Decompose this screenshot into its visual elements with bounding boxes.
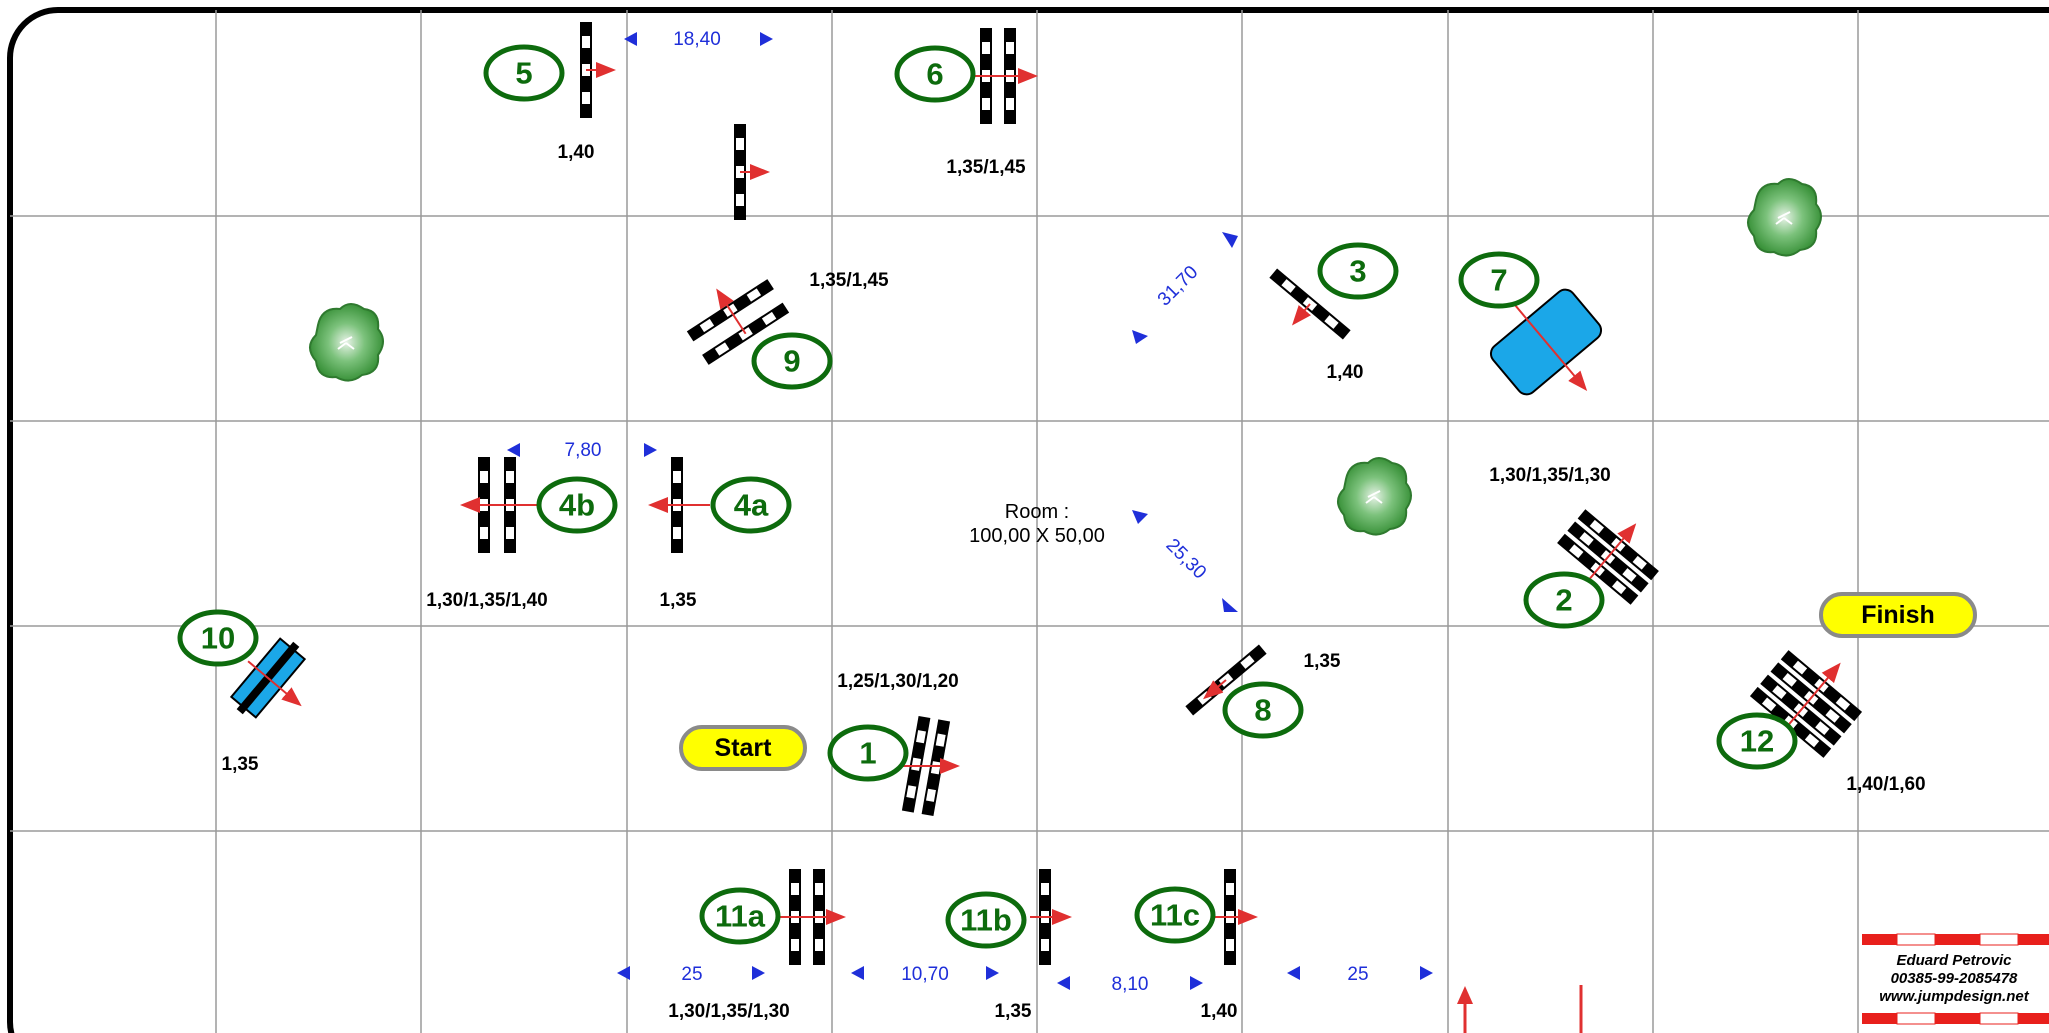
fence-7-water	[1489, 288, 1603, 396]
fence-number: 2	[1555, 583, 1572, 618]
fence-number: 3	[1349, 254, 1366, 289]
fence-10-water	[229, 637, 307, 719]
number-badge-1	[827, 724, 909, 782]
number-badge-2	[1523, 571, 1605, 629]
distance-arrow	[1222, 598, 1238, 612]
fence-number: 9	[783, 344, 800, 379]
number-badge-4a	[710, 476, 792, 534]
fence-number: 10	[201, 621, 235, 656]
distance-label: 8,10	[1112, 974, 1149, 995]
fence-number: 8	[1254, 693, 1271, 728]
fence-height: 1,40/1,60	[1846, 774, 1925, 795]
number-badge-3	[1317, 242, 1399, 300]
number-badge-4b	[536, 476, 618, 534]
fence-number: 11a	[715, 899, 766, 934]
fence-number: 1	[859, 736, 876, 771]
distance-arrow	[1132, 510, 1148, 524]
fence-height: 1,35	[222, 754, 259, 775]
distance-arrow	[1222, 232, 1238, 248]
distance-arrow	[1132, 330, 1148, 344]
fence-2	[1557, 509, 1659, 605]
fence-height: 1,35/1,45	[809, 270, 889, 291]
distance-arrow-right	[1190, 976, 1203, 990]
fence-9	[686, 279, 790, 365]
fence-6	[975, 28, 1038, 124]
distance-arrow-right	[644, 443, 657, 457]
fence-number: 7	[1490, 263, 1507, 298]
distance-label: 25	[681, 964, 702, 985]
credit-web: www.jumpdesign.net	[1879, 988, 2029, 1005]
start-label: Start	[715, 734, 773, 762]
number-badge-10	[177, 609, 259, 667]
distance-label: 25	[1347, 964, 1368, 985]
arena-border	[7, 7, 2049, 1033]
room-size: 100,00 X 50,00	[969, 525, 1105, 547]
distance-arrow-right	[760, 32, 773, 46]
fence-unnumbered	[734, 124, 770, 220]
distance-label: 7,80	[565, 440, 602, 461]
distance-label: 10,70	[901, 964, 949, 985]
number-badge-7	[1458, 251, 1540, 309]
start-marker: Start	[679, 725, 807, 771]
fence-number: 4a	[734, 488, 769, 523]
fence-number: 11c	[1150, 898, 1200, 933]
fence-height: 1,35/1,45	[946, 157, 1026, 178]
fence-8	[1185, 644, 1267, 716]
fence-number: 11b	[960, 903, 1012, 938]
fence-height: 1,40	[1327, 362, 1364, 383]
fence-height: 1,35	[660, 590, 697, 611]
distance-label: 18,40	[673, 29, 721, 50]
distance-arrow-left	[1287, 966, 1300, 980]
finish-label: Finish	[1861, 601, 1935, 629]
fence-number: 4b	[559, 488, 595, 523]
number-badge-6	[894, 45, 976, 103]
distance-arrow-right	[986, 966, 999, 980]
fence-height: 1,40	[558, 142, 595, 163]
fence-height: 1,30/1,35/1,30	[668, 1001, 790, 1022]
fence-3	[1269, 268, 1351, 340]
credit-phone: 00385-99-2085478	[1891, 970, 2018, 987]
tree-icon	[1337, 457, 1412, 536]
number-badge-12	[1716, 712, 1798, 770]
number-badge-5	[483, 44, 565, 102]
fence-4b	[460, 457, 540, 553]
number-badge-8	[1222, 681, 1304, 739]
fence-height: 1,35	[1304, 651, 1341, 672]
fence-height: 1,35	[995, 1001, 1032, 1022]
fence-5	[580, 22, 616, 118]
tree-icon	[309, 303, 384, 382]
distance-arrow-left	[851, 966, 864, 980]
number-badge-9	[751, 332, 833, 390]
room-label: Room :	[1005, 501, 1069, 523]
fence-height: 1,30/1,35/1,40	[426, 590, 548, 611]
fence-height: 1,25/1,30/1,20	[837, 671, 959, 692]
entry-arrow	[1457, 986, 1473, 1033]
fence-number: 12	[1740, 724, 1774, 759]
fence-number: 5	[515, 56, 532, 91]
fence-11a	[780, 869, 846, 965]
distance-arrow-left	[1057, 976, 1070, 990]
finish-marker: Finish	[1819, 592, 1977, 638]
fence-4a	[648, 457, 710, 553]
designer-credit: Eduard Petrovic 00385-99-2085478 www.jum…	[1862, 933, 2049, 1025]
fence-1	[898, 715, 960, 817]
grid	[10, 10, 2049, 1033]
tree-icon	[1747, 178, 1822, 257]
number-badge-11c	[1134, 886, 1216, 944]
fence-11c	[1215, 869, 1258, 965]
fence-height: 1,40	[1201, 1001, 1238, 1022]
distance-arrow-left	[624, 32, 637, 46]
fence-11b	[1030, 869, 1072, 965]
fence-number: 6	[926, 57, 943, 92]
distance-arrow-left	[507, 443, 520, 457]
number-badge-11b	[945, 891, 1027, 949]
credit-name: Eduard Petrovic	[1896, 952, 2012, 969]
number-badge-11a	[699, 887, 781, 945]
distance-arrow-right	[1420, 966, 1433, 980]
fence-height: 1,30/1,35/1,30	[1489, 465, 1611, 486]
distance-arrow-right	[752, 966, 765, 980]
distance-arrow-left	[617, 966, 630, 980]
